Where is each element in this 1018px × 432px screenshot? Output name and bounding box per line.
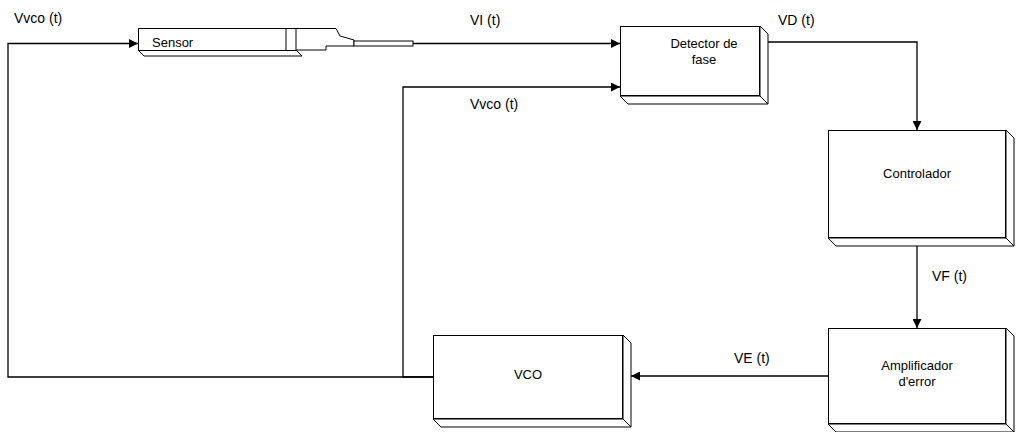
process-box: Controlador xyxy=(828,130,1006,238)
box-side xyxy=(1006,130,1014,246)
box-label: Amplificador d'error xyxy=(867,358,967,390)
box-side xyxy=(760,26,768,104)
signal-name: Vvco (t) xyxy=(468,96,520,112)
box-label: VCO xyxy=(441,367,615,383)
box-bottom xyxy=(828,238,1014,246)
signal-name: Vvco (t) xyxy=(12,10,64,26)
box-label: Detector de fase xyxy=(668,36,740,68)
box-outline xyxy=(828,130,1015,247)
signal-wire xyxy=(916,246,917,328)
signal-name: VI (t) xyxy=(468,12,502,28)
signal-wire xyxy=(403,87,620,377)
process-box: Amplificador d'error xyxy=(828,328,1006,424)
signal-wire xyxy=(631,375,828,376)
box-side xyxy=(623,335,631,427)
box-bottom xyxy=(828,424,1014,432)
signal-name: VE (t) xyxy=(732,350,772,366)
signal-name: VF (t) xyxy=(930,268,969,284)
sensor-jaw xyxy=(296,29,354,51)
box-face xyxy=(621,27,760,96)
signal-wire xyxy=(768,42,917,130)
box-face xyxy=(434,336,623,419)
box-face xyxy=(829,329,1006,424)
box-label: Sensor xyxy=(152,35,413,51)
process-box: VCO xyxy=(433,335,623,419)
sensor-line xyxy=(286,29,287,51)
signal-wire xyxy=(8,44,433,378)
box-side xyxy=(1006,328,1014,432)
box-bottom xyxy=(433,419,631,427)
signal-name: VD (t) xyxy=(776,12,817,28)
box-label: Controlador xyxy=(836,166,998,182)
box-bottom xyxy=(620,96,768,104)
sensor: Sensor xyxy=(138,28,413,59)
process-box: Detector de fase xyxy=(620,26,760,96)
sensor-probe xyxy=(354,41,413,46)
box-face xyxy=(829,131,1006,238)
signal-wire xyxy=(413,43,620,44)
